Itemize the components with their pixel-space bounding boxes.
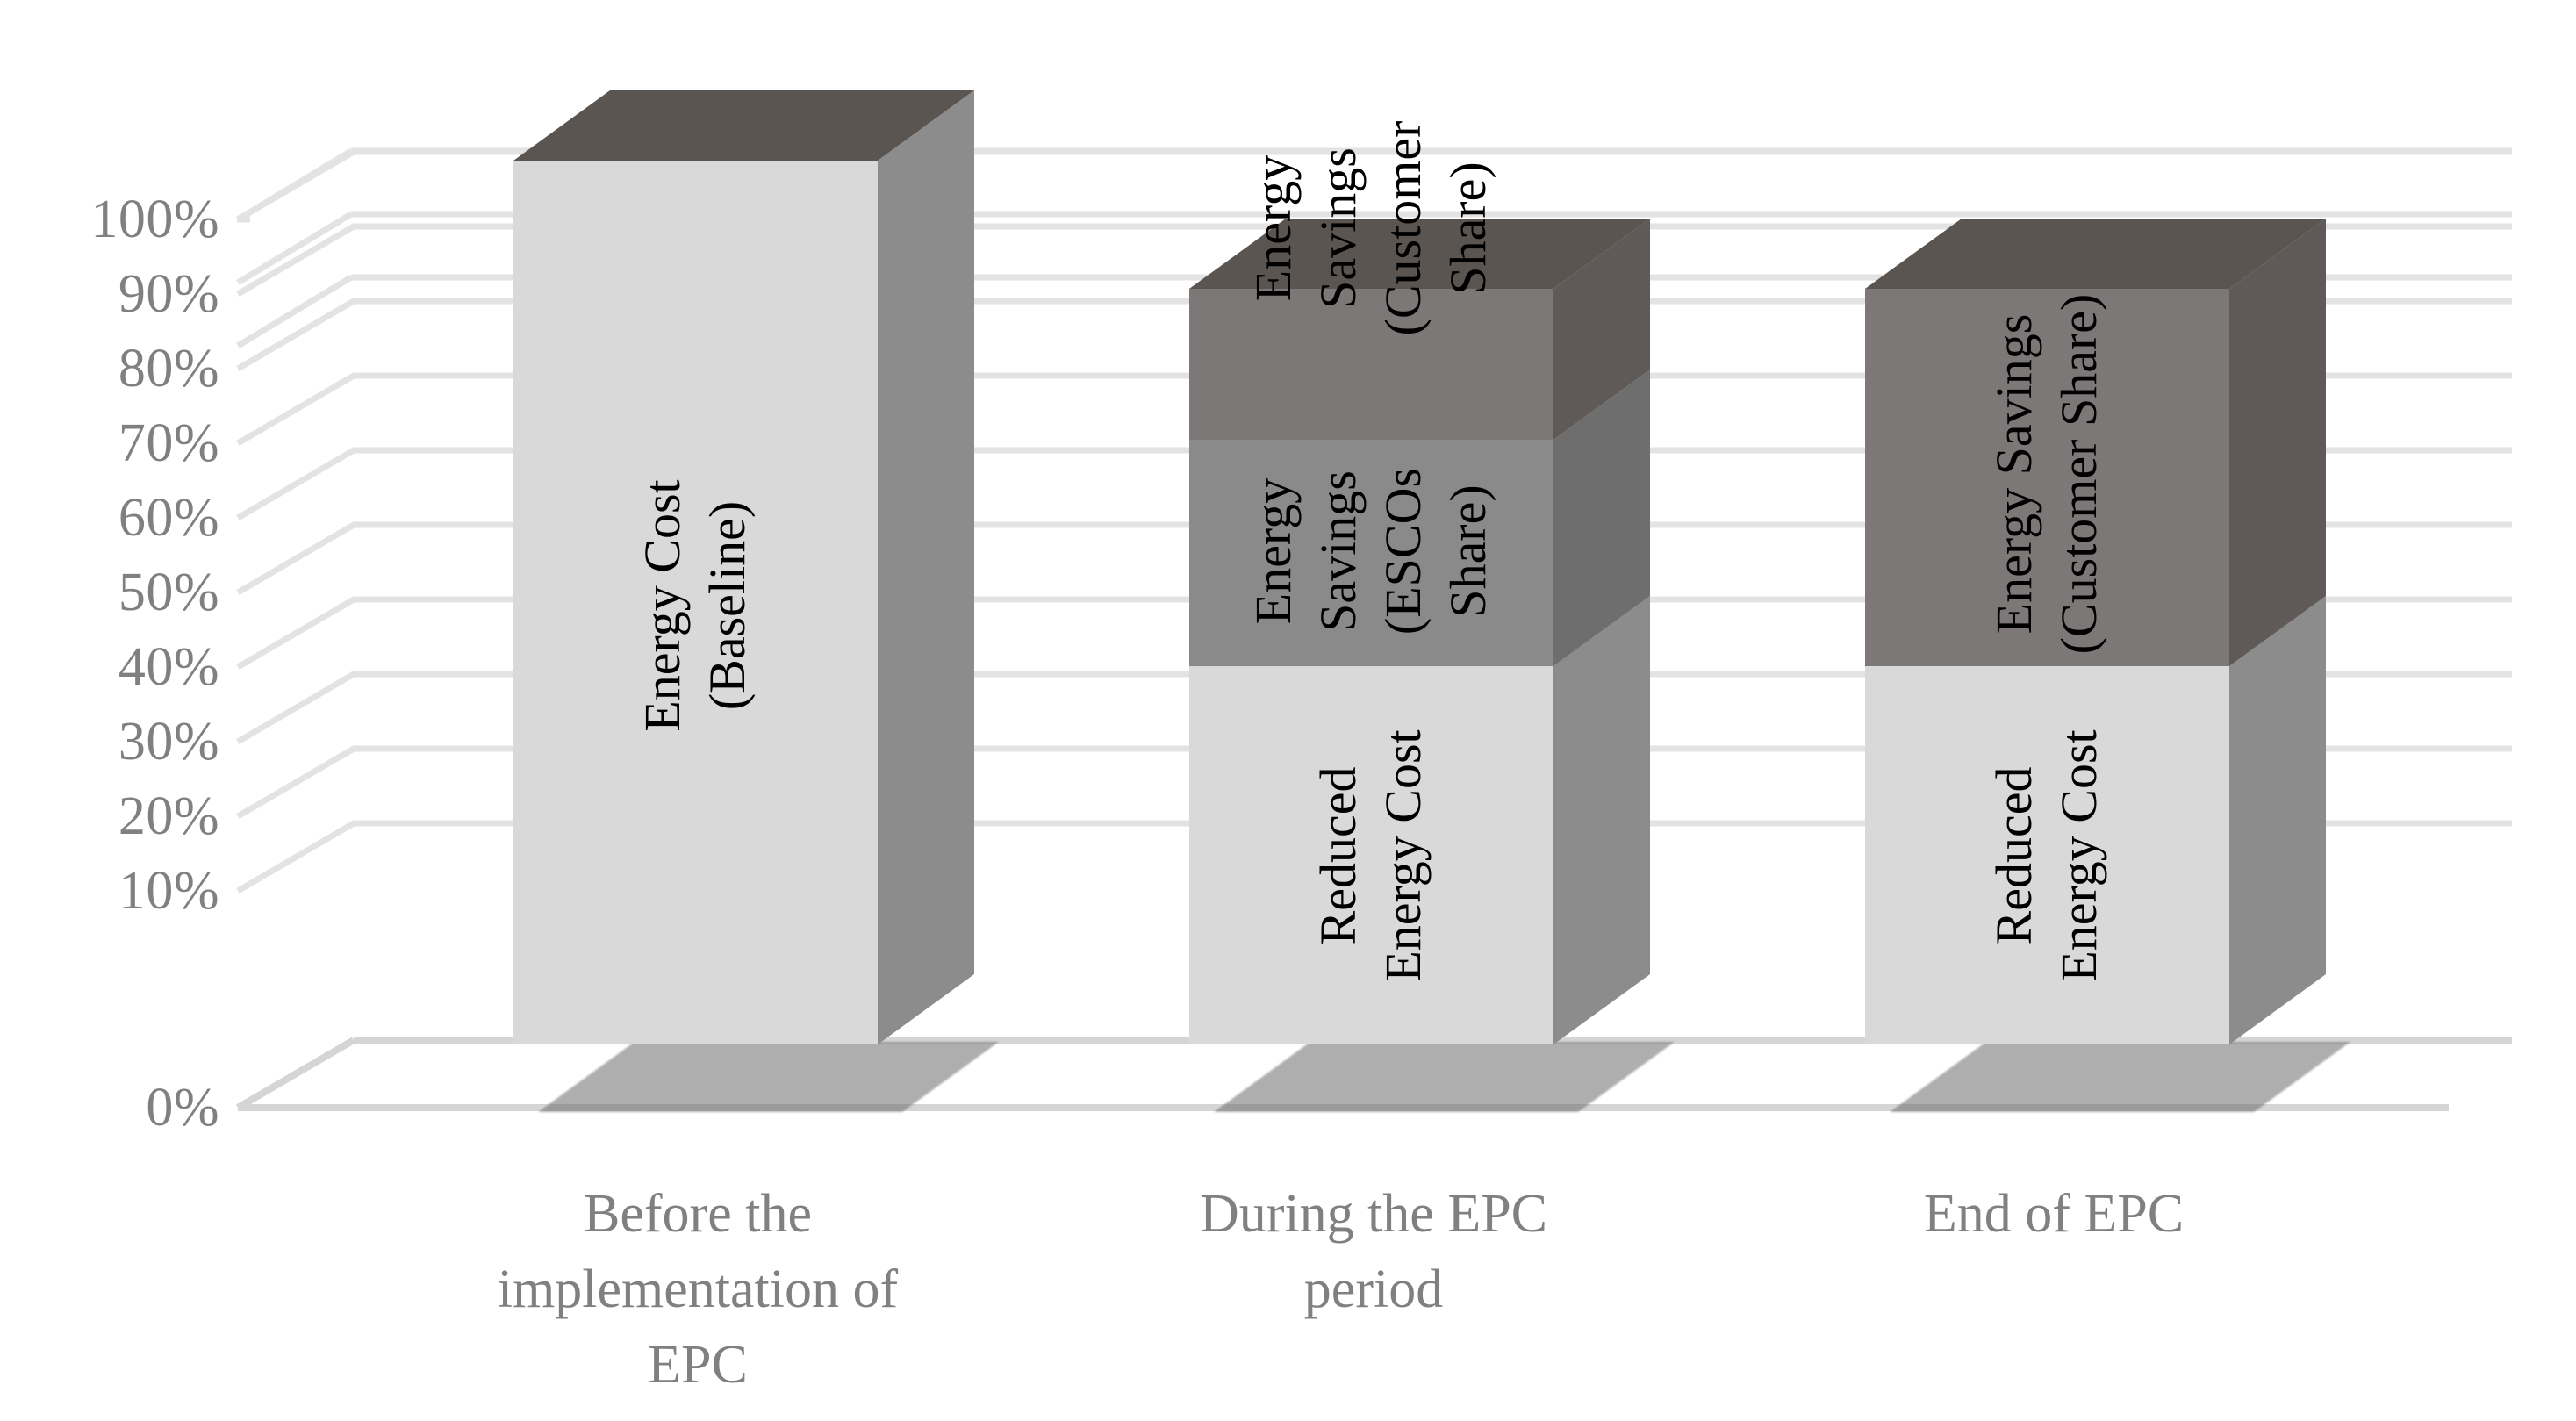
y-tick-60: 60% (118, 488, 219, 548)
bar-segment-energy-savings-customer-share (1189, 219, 1650, 440)
bar-shadow (1214, 1042, 1675, 1112)
bar-segment-reduced-energy-cost (1865, 596, 2326, 1044)
y-tick-70: 70% (118, 413, 219, 473)
bar-group-during (1189, 219, 1675, 1112)
category-label-before-epc: Before the implementation of EPC (497, 1184, 899, 1395)
bar-segment-energy-cost-baseline (513, 90, 974, 1044)
bar-shadow (538, 1042, 999, 1112)
y-tick-80: 80% (118, 339, 219, 398)
category-label-during-epc: During the EPC period (1199, 1184, 1548, 1319)
bar-segment-energy-savings-escos-share (1189, 370, 1650, 666)
bar-shadow (1890, 1042, 2350, 1112)
y-tick-0: 0% (146, 1078, 219, 1138)
bar-group-before (513, 90, 999, 1112)
y-tick-100: 100% (90, 190, 219, 249)
gridlines-exact (236, 148, 2512, 894)
y-tick-20: 20% (118, 786, 219, 846)
y-tick-50: 50% (118, 563, 219, 622)
bar-group-end (1865, 219, 2350, 1112)
y-tick-30: 30% (118, 712, 219, 772)
y-tick-90: 90% (118, 264, 219, 324)
y-tick-10: 10% (118, 861, 219, 921)
category-label-end-of-epc: End of EPC (1923, 1184, 2185, 1244)
bar-segment-energy-savings-customer-share (1865, 219, 2326, 666)
y-tick-40: 40% (118, 637, 219, 697)
bar-segment-reduced-energy-cost (1189, 596, 1650, 1044)
